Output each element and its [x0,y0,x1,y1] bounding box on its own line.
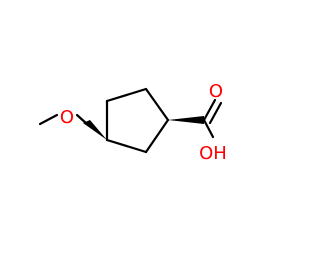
ring-bond-c1-c2 [144,87,170,122]
wedge-bond-ch2 [83,120,107,140]
ring-bond-c2-c3 [105,87,148,103]
hydroxyl-label: OH [199,143,227,164]
ring-bond-c4-c5 [105,138,148,154]
oxygen-methyl-bond [38,113,59,126]
carbonyl-bond-1 [202,98,217,122]
hydroxyl-bond [202,118,215,139]
carbonyl-bond-2 [208,101,223,125]
carbonyl-oxygen-label: O [209,81,223,102]
ether-oxygen-label: O [60,107,74,128]
wedge-bond-carboxyl [168,116,204,124]
molecule-canvas: O O OH [38,81,227,164]
ring-bond-c5-c1 [144,118,170,154]
molecule-structure: O O OH [38,81,227,164]
